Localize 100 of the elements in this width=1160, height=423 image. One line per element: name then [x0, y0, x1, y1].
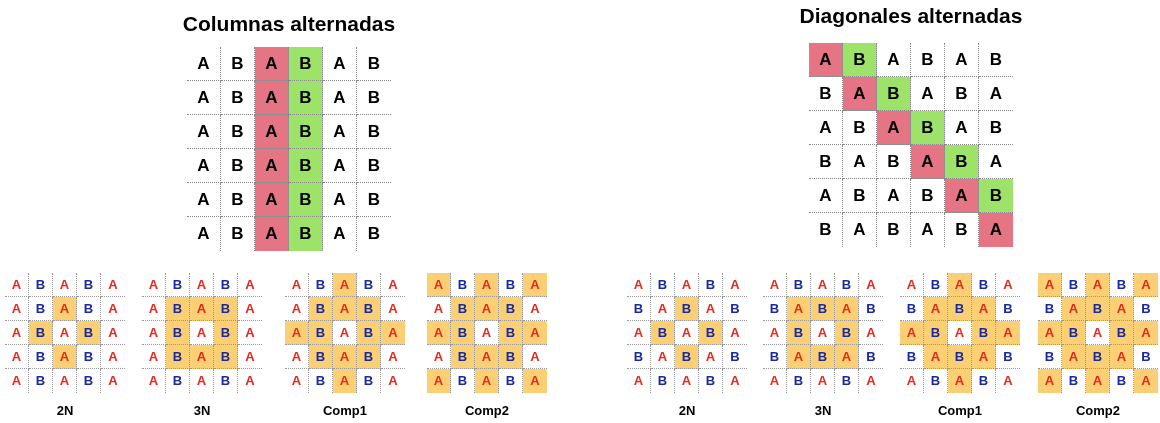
highlighted-grid-cell: B [651, 321, 675, 345]
highlighted-grid-cell: A [972, 345, 996, 369]
grid-cell: B [835, 369, 859, 393]
grid-cell: A [5, 345, 29, 369]
grid-cell: B [357, 149, 391, 183]
grid-cell: A [187, 183, 221, 217]
highlighted-grid-cell: B [451, 297, 475, 321]
grid-cell-text: A [865, 372, 877, 391]
highlighted-grid-cell: A [475, 345, 499, 369]
highlighted-grid-cell: B [972, 321, 996, 345]
highlighted-grid-cell: B [843, 43, 877, 77]
highlighted-grid-cell: A [843, 77, 877, 111]
grid-cell: A [238, 273, 262, 297]
highlighted-grid-cell: A [255, 217, 289, 251]
grid-cell: A [285, 273, 309, 297]
highlighted-grid-cell: A [972, 297, 996, 321]
highlighted-grid-cell: B [77, 321, 101, 345]
grid-caption: 3N [192, 402, 212, 420]
panel-heading: Columnas alternadas [181, 11, 397, 37]
highlighted-grid-cell: B [1110, 321, 1134, 345]
highlighted-grid-cell: B [499, 321, 523, 345]
highlighted-grid-cell: B [309, 321, 333, 345]
panel-heading: Diagonales alternadas [798, 3, 1024, 29]
grid-cell: A [843, 213, 877, 247]
grid-cell: B [945, 77, 979, 111]
highlighted-grid-cell: B [289, 81, 323, 115]
highlighted-grid-cell: A [255, 115, 289, 149]
highlighted-grid-cell: B [214, 345, 238, 369]
grid-cell: A [723, 321, 747, 345]
highlighted-grid-cell: B [811, 345, 835, 369]
grid-cell: B [859, 345, 883, 369]
highlighted-grid-cell: A [475, 369, 499, 393]
grid-cell: A [675, 369, 699, 393]
grid-cell: B [787, 369, 811, 393]
highlighted-grid-cell: B [499, 297, 523, 321]
grid-caption: 2N [677, 402, 697, 420]
grid-caption: Comp1 [936, 402, 984, 420]
grid-cell: A [187, 149, 221, 183]
grid-cell: A [809, 111, 843, 145]
grid-cell: B [77, 345, 101, 369]
grid-cell: A [900, 369, 924, 393]
grid-cell: A [5, 369, 29, 393]
grid-cell: A [699, 345, 723, 369]
highlighted-grid-cell: A [53, 345, 77, 369]
highlighted-grid-cell: B [945, 145, 979, 179]
grid-cell: A [877, 179, 911, 213]
grid-cell-text: A [1002, 372, 1014, 391]
highlighted-grid-cell: B [289, 183, 323, 217]
grid-cell: A [323, 183, 357, 217]
grid-caption: 3N [813, 402, 833, 420]
grid-cell: B [809, 213, 843, 247]
grid-cell: A [323, 47, 357, 81]
highlighted-grid-cell: A [911, 145, 945, 179]
highlighted-grid-cell: A [877, 111, 911, 145]
grid-cell: A [323, 81, 357, 115]
grid-cell: A [101, 345, 125, 369]
highlighted-grid-cell: A [1038, 321, 1062, 345]
grid-cell: A [238, 297, 262, 321]
highlighted-grid-cell: B [357, 345, 381, 369]
grid-cell: A [996, 273, 1020, 297]
highlighted-grid-cell: A [996, 321, 1020, 345]
highlighted-grid-cell: A [809, 43, 843, 77]
highlighted-grid-cell: A [1038, 369, 1062, 393]
highlighted-grid-cell: A [835, 345, 859, 369]
grid-cell: A [5, 273, 29, 297]
grid-cell: B [723, 297, 747, 321]
grid-cell: A [187, 81, 221, 115]
grid-cell: A [945, 43, 979, 77]
grid-cell: A [627, 369, 651, 393]
grid-cell: B [996, 345, 1020, 369]
grid-cell-text: B [366, 223, 382, 246]
highlighted-grid-cell: B [166, 321, 190, 345]
highlighted-grid-cell: B [289, 115, 323, 149]
grid-cell: B [77, 369, 101, 393]
grid-cell: A [190, 369, 214, 393]
grid-cell: A [859, 273, 883, 297]
highlighted-grid-cell: A [523, 273, 547, 297]
highlighted-grid-cell: A [900, 321, 924, 345]
highlighted-grid-cell: A [475, 297, 499, 321]
highlighted-grid-cell: B [675, 345, 699, 369]
highlighted-grid-cell: A [1062, 345, 1086, 369]
grid-cell: B [357, 47, 391, 81]
grid-cell: B [972, 369, 996, 393]
highlighted-grid-cell: A [427, 369, 451, 393]
highlighted-grid-cell: A [255, 149, 289, 183]
grid-cell: B [357, 369, 381, 393]
grid-cell: A [979, 77, 1013, 111]
highlighted-grid-cell: B [289, 217, 323, 251]
grid-cell: A [285, 369, 309, 393]
highlighted-grid-cell: A [1110, 297, 1134, 321]
highlighted-grid-cell: A [255, 47, 289, 81]
highlighted-grid-cell: A [255, 81, 289, 115]
highlighted-grid-cell: A [333, 273, 357, 297]
highlighted-grid-cell: B [451, 321, 475, 345]
grid-caption: 2N [55, 402, 75, 420]
highlighted-grid-cell: B [787, 321, 811, 345]
grid-cell: A [238, 345, 262, 369]
grid-cell: A [101, 321, 125, 345]
highlighted-grid-cell: A [475, 273, 499, 297]
grid-cell: B [699, 369, 723, 393]
